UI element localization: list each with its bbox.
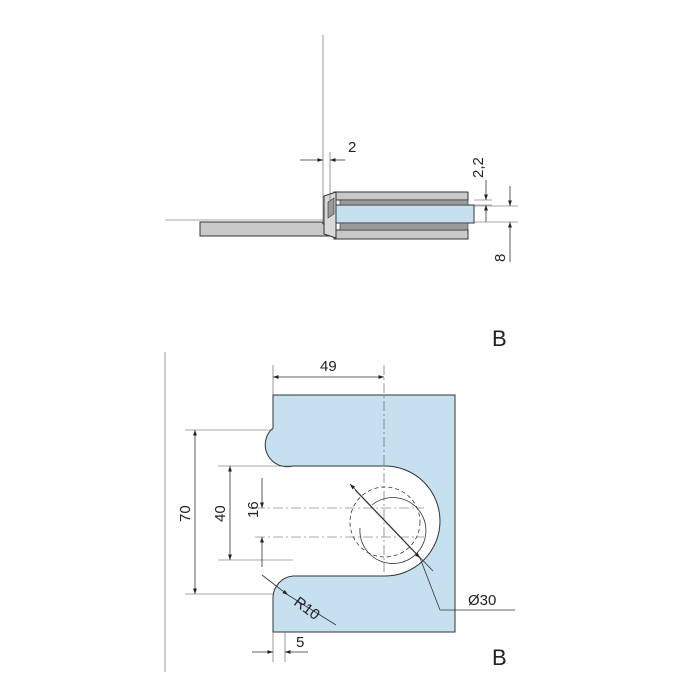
dim-width-label: 49 xyxy=(320,358,337,375)
dim-thin-label: 2,2 xyxy=(470,157,487,178)
hole-circle xyxy=(359,497,427,564)
dim-offset-label: 5 xyxy=(296,634,304,651)
dim-height-hole-label: 16 xyxy=(245,501,262,518)
dim-height-slot-label: 40 xyxy=(212,505,229,522)
glass-plate-front xyxy=(264,394,456,633)
dim-diameter-leader-lower xyxy=(354,489,421,559)
dim-radius-leader-tail xyxy=(287,594,337,626)
gasket-top xyxy=(339,199,469,206)
section-label-bottom: B xyxy=(492,645,507,670)
dim-radius-leader xyxy=(261,574,289,596)
hinge-circle-dashed xyxy=(349,486,421,558)
front-view: B B 49 70 40 16 xyxy=(164,326,515,672)
dim-diameter-leader-tail xyxy=(419,557,441,611)
clamp-upper-plate xyxy=(333,191,469,201)
hinge-detail xyxy=(327,197,335,219)
dim-height-outer-label: 70 xyxy=(177,505,194,522)
glass-panel xyxy=(333,204,475,224)
gasket-bottom xyxy=(339,222,469,231)
section-label-top: B xyxy=(492,326,507,351)
dim-glass-label: 8 xyxy=(492,254,509,262)
dim-gap-label: 2 xyxy=(348,139,356,156)
section-view: 2 2,2 8 xyxy=(165,35,518,262)
base-plate xyxy=(199,221,333,237)
dim-diameter-label: Ø30 xyxy=(468,592,496,609)
clamp-lower-plate xyxy=(333,229,469,240)
